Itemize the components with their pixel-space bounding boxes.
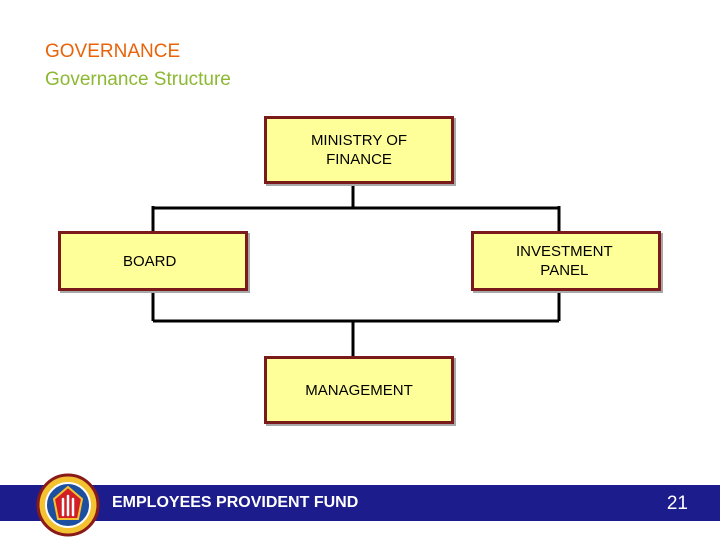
board-label: BOARD: [123, 252, 177, 270]
board-box: BOARD: [58, 231, 248, 291]
investment-panel-label: INVESTMENT PANEL: [516, 243, 613, 279]
ministry-of-finance-box: MINISTRY OF FINANCE: [264, 116, 454, 184]
management-box: MANAGEMENT: [264, 356, 454, 424]
management-label: MANAGEMENT: [305, 381, 413, 399]
slide-subtitle: Governance Structure: [45, 69, 231, 90]
page-number: 21: [666, 493, 688, 514]
ministry-of-finance-label: MINISTRY OF FINANCE: [310, 132, 408, 168]
investment-panel-box: INVESTMENT PANEL: [471, 231, 661, 291]
footer-organization-name: EMPLOYEES PROVIDENT FUND: [112, 494, 359, 511]
slide-title: GOVERNANCE: [45, 41, 181, 62]
epf-logo-icon: [36, 473, 100, 537]
footer-bar: EMPLOYEES PROVIDENT FUND 21: [0, 485, 720, 521]
